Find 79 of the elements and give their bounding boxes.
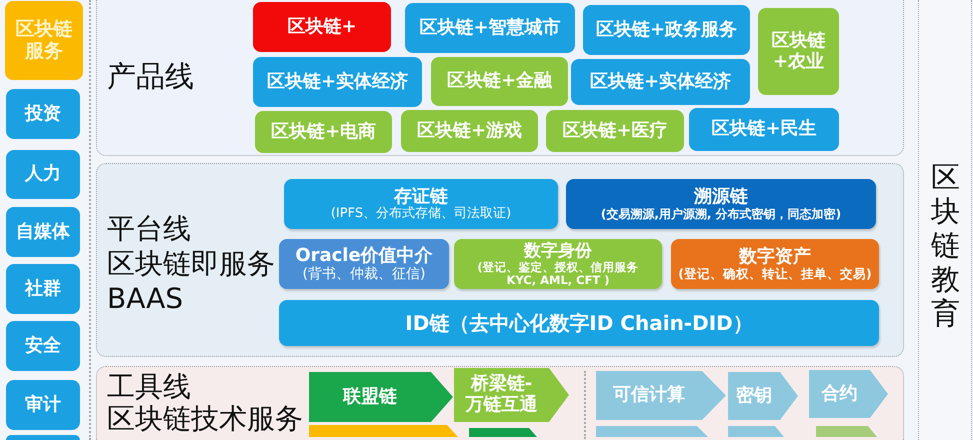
- product-tag: [405, 3, 575, 53]
- product-tag: [583, 5, 750, 55]
- side-panel: [918, 0, 972, 440]
- sidebar-tile: [6, 264, 80, 314]
- tag-label: 区块链+实体经济: [590, 72, 732, 92]
- product-tag: [689, 108, 839, 151]
- sidebar-tile: [6, 380, 80, 430]
- chevron-shape: [596, 426, 708, 437]
- tag-label: 区块链+智慧城市: [419, 18, 561, 38]
- tag-label: 区块链+游戏: [416, 120, 522, 142]
- chevron-label: 密钥: [736, 386, 772, 406]
- service-card: [284, 179, 558, 229]
- sidebar-tile: [6, 150, 80, 199]
- tile-label: 审计: [25, 394, 61, 416]
- product-tag: [758, 8, 839, 95]
- service-card: [566, 179, 876, 229]
- panel-heading: 产品线: [107, 58, 194, 94]
- tag-label: 区块链+电商: [270, 122, 376, 142]
- product-tag: [546, 110, 684, 152]
- card-title: 数字资产: [739, 246, 811, 268]
- card-title: Oracle价值中介: [295, 246, 433, 266]
- service-card: [279, 300, 879, 346]
- chevron-label: 桥梁链-万链互通: [464, 374, 538, 416]
- chevron-label: 合约: [822, 384, 858, 404]
- card-title: 数字身份: [524, 242, 592, 261]
- tag-label: 区块链+政务服务: [596, 20, 738, 40]
- card-subtitle: (背书、仲裁、征信): [302, 266, 426, 282]
- chevron-shape: [809, 370, 888, 418]
- tile-label: 安全: [25, 336, 61, 356]
- chevron-shape: [309, 372, 453, 422]
- chevron-shape: [454, 368, 569, 422]
- tile-label: 自媒体: [16, 222, 70, 242]
- chevron-shape: [469, 428, 537, 437]
- chevron-label: 可信计算: [613, 385, 685, 406]
- tag-label: 区块链+: [287, 16, 357, 38]
- chevron-shape: [816, 426, 877, 437]
- sidebar-tile: [6, 89, 80, 139]
- service-card: [279, 239, 449, 289]
- chevron-label: 联盟链: [343, 386, 397, 408]
- panel-heading: 工具线: [107, 371, 191, 403]
- card-subtitle: (交易溯源,用户源溯, 分布式密钥，同态加密): [600, 208, 842, 221]
- product-tag: [253, 57, 422, 107]
- tag-label: 区块链+实体经济: [266, 72, 408, 92]
- product-tag: [431, 57, 568, 106]
- sidebar-tile: [6, 207, 80, 257]
- card-title: ID链（去中心化数字ID Chain-DID）: [405, 312, 753, 334]
- tile-label: 区块链服务: [14, 18, 74, 62]
- card-title: 溯源链: [694, 187, 748, 208]
- product-tag: [255, 111, 392, 153]
- product-tag: [571, 59, 750, 105]
- card-subtitle: (登记、鉴定、授权、信用服务 KYC, AML, CFT ): [476, 261, 640, 286]
- panel-subheading: 区块链技术服务: [107, 403, 303, 435]
- chevron-shape: [309, 425, 458, 437]
- chevron-shape: [596, 371, 726, 420]
- chevron-shape: [728, 426, 784, 437]
- tag-label: 区块链+农业: [770, 30, 826, 72]
- panel-subheading: 区块链即服务 BAAS: [107, 246, 276, 316]
- tag-label: 区块链+医疗: [562, 120, 668, 142]
- sidebar-tile: [5, 1, 83, 80]
- service-card: [671, 239, 879, 289]
- sidebar-tile: [6, 321, 80, 371]
- product-tag: [253, 2, 391, 52]
- tile-label: 人力: [25, 164, 61, 185]
- service-card: [454, 239, 662, 289]
- chevron-shape: [728, 372, 798, 420]
- tag-label: 区块链+金融: [446, 71, 552, 92]
- product-tag: [401, 110, 538, 152]
- tag-label: 区块链+民生: [711, 119, 817, 140]
- section-panel: [96, 0, 904, 156]
- card-subtitle: (登记、确权、转让、挂单、交易): [678, 267, 872, 282]
- card-title: 存证链: [394, 186, 448, 206]
- vertical-heading: 区块链教育: [930, 160, 961, 330]
- section-panel: [96, 366, 904, 440]
- tile-label: 社群: [25, 278, 61, 300]
- tile-label: 投资: [25, 104, 61, 124]
- sidebar-tile: [6, 435, 80, 440]
- panel-heading: 平台线: [107, 211, 191, 246]
- section-panel: [96, 163, 904, 357]
- card-subtitle: (IPFS、分布式存储、司法取证): [330, 207, 512, 222]
